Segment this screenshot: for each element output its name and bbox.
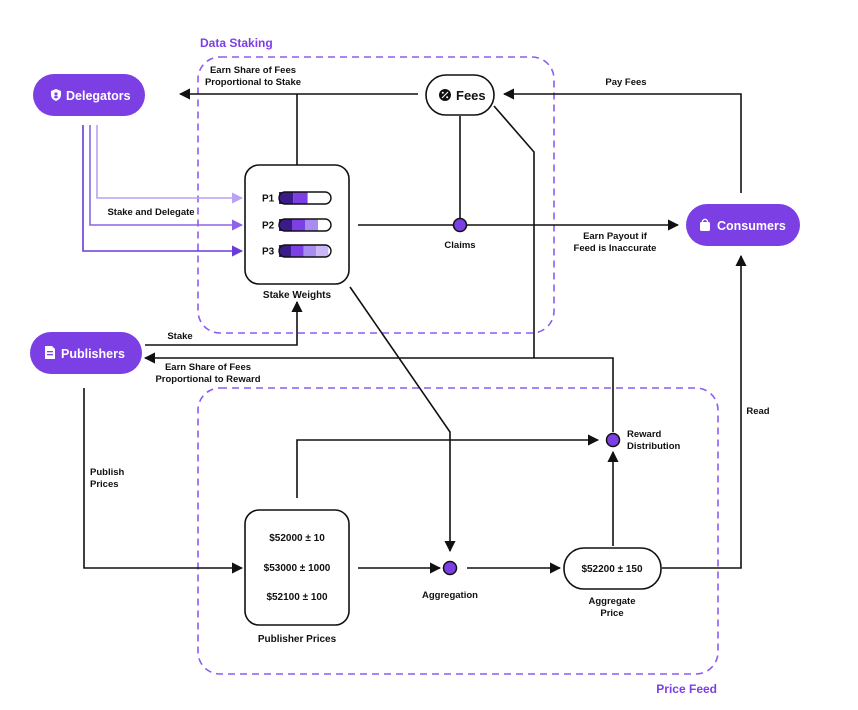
stake-bar-segment	[293, 192, 308, 204]
stake-bar-outline	[278, 244, 332, 258]
stake-bar-segment	[279, 219, 292, 231]
edge-label-read: Read	[746, 406, 769, 417]
edge-pay-fees	[502, 88, 742, 193]
price-feed-region	[197, 387, 719, 675]
stake-bar-segment	[303, 245, 317, 257]
percent-icon	[439, 89, 451, 101]
consumers-node[interactable]: Consumers	[686, 204, 800, 246]
publisher-prices-node: $52000 ± 10 $53000 ± 1000 $52100 ± 100 P…	[244, 509, 350, 645]
edge-label-publish-prices-2: Prices	[90, 479, 119, 490]
edge-read	[662, 254, 747, 569]
stake-weights-label: Stake Weights	[263, 290, 332, 301]
aggregation-label: Aggregation	[422, 590, 478, 601]
edge-label-stake: Stake	[167, 331, 192, 342]
claims-label: Claims	[444, 240, 475, 251]
stake-bar-segment	[316, 245, 329, 257]
edge-label-earn-share-stake-1: Earn Share of Fees	[210, 65, 296, 76]
edge-fees-to-reward	[493, 105, 535, 358]
claims-node: Claims	[444, 217, 476, 251]
consumers-label: Consumers	[717, 219, 786, 233]
publisher-price-3: $52100 ± 100	[266, 592, 328, 603]
aggregate-price-value: $52200 ± 150	[581, 564, 643, 575]
shield-icon	[51, 89, 61, 101]
edge-label-earn-payout-1: Earn Payout if	[583, 231, 648, 242]
fees-label: Fees	[456, 88, 486, 103]
stake-bar-outline	[278, 218, 332, 232]
edge-label-stake-and-delegate: Stake and Delegate	[107, 207, 194, 218]
edge-label-earn-share-reward-1: Earn Share of Fees	[165, 362, 251, 373]
reward-distribution-node: Reward Distribution	[605, 429, 680, 452]
publisher-prices-label: Publisher Prices	[258, 634, 337, 645]
aggregation-node: Aggregation	[422, 560, 478, 601]
delegators-label: Delegators	[66, 89, 131, 103]
edge-label-earn-share-stake-2: Proportional to Stake	[205, 77, 301, 88]
edge-prices-to-reward	[296, 434, 600, 498]
edge-delegate-p3	[82, 125, 244, 257]
edge-stakeweights-to-aggregation	[349, 286, 456, 553]
publishers-node[interactable]: Publishers	[30, 332, 142, 374]
edge-stake	[145, 300, 303, 346]
price-feed-title: Price Feed	[656, 682, 717, 696]
stake-bar-outline	[278, 191, 332, 205]
edge-label-earn-payout-2: Feed is Inaccurate	[574, 243, 657, 254]
edge-label-publish-prices-1: Publish	[90, 467, 125, 478]
aggregate-price-label-1: Aggregate	[589, 596, 636, 607]
reward-distribution-label-1: Reward	[627, 429, 662, 440]
edge-publish-prices	[83, 388, 244, 574]
edge-delegate-p1	[96, 125, 244, 204]
stake-bar-label: P1	[262, 194, 275, 205]
edge-reward-to-publishers	[143, 352, 614, 432]
document-icon	[45, 346, 55, 359]
stake-bar-segment	[279, 245, 292, 257]
stake-bar-segment	[279, 192, 294, 204]
reward-distribution-label-2: Distribution	[627, 441, 680, 452]
publisher-price-2: $53000 ± 1000	[264, 563, 331, 574]
edge-delegate-p2	[89, 125, 244, 231]
stake-bar-label: P2	[262, 221, 275, 232]
fees-node[interactable]: Fees	[425, 74, 495, 116]
publisher-price-1: $52000 ± 10	[269, 533, 325, 544]
delegators-node[interactable]: Delegators	[33, 74, 145, 116]
edge-label-pay-fees: Pay Fees	[605, 77, 646, 88]
edge-label-earn-share-reward-2: Proportional to Reward	[155, 374, 260, 385]
data-staking-region	[197, 56, 555, 334]
publishers-label: Publishers	[61, 347, 125, 361]
aggregate-price-node: $52200 ± 150 Aggregate Price	[563, 547, 662, 619]
stake-bar-segment	[291, 245, 304, 257]
stake-bar-label: P3	[262, 247, 275, 258]
bag-icon	[700, 218, 710, 231]
aggregate-price-label-2: Price	[600, 608, 623, 619]
stake-bar-segment	[292, 219, 305, 231]
data-staking-title: Data Staking	[200, 36, 273, 50]
stake-bar-segment	[305, 219, 318, 231]
